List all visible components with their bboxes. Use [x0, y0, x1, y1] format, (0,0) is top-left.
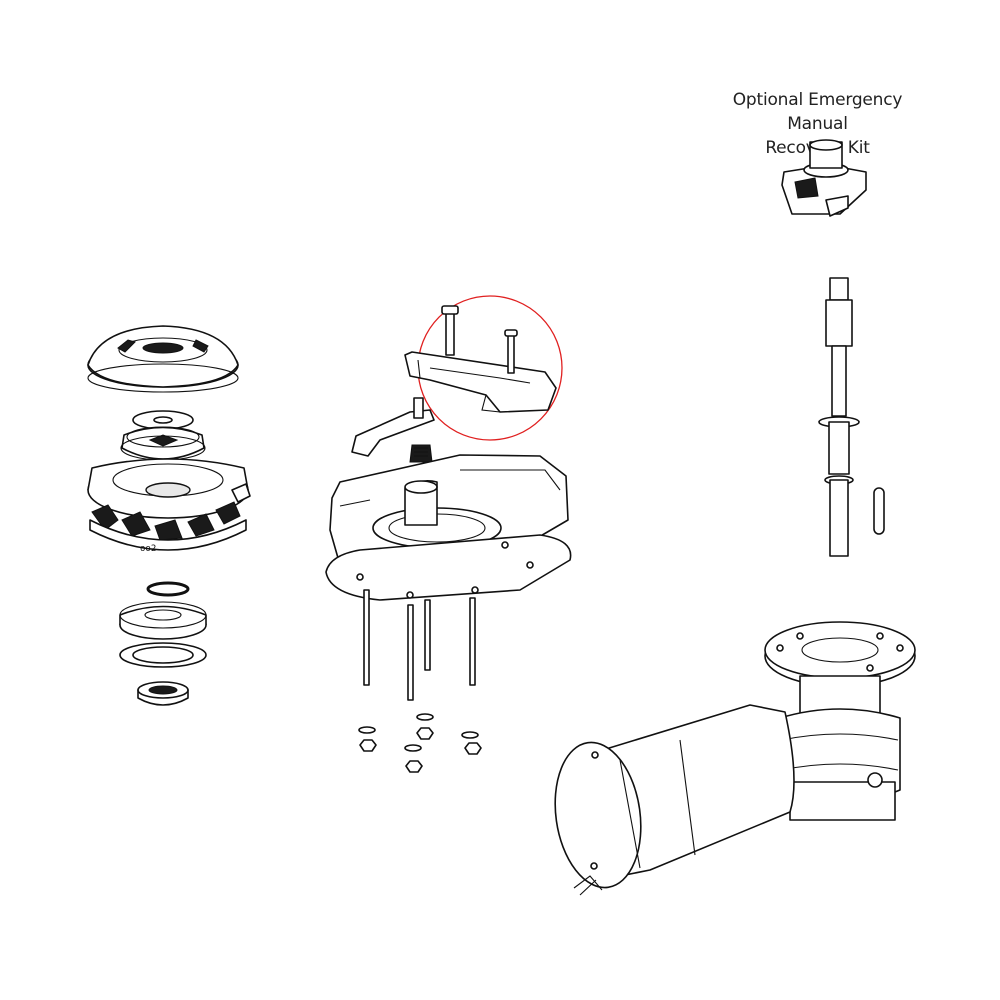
svg-text:oo2: oo2: [140, 544, 156, 554]
oil-seal: [137, 681, 189, 706]
main-shaft: [818, 277, 860, 557]
recovery-kit-part: [781, 139, 867, 217]
gypsy-chainwheel: oo2: [87, 458, 251, 554]
circlip: [146, 581, 190, 597]
deck-housing: [325, 454, 572, 601]
washer-top: [132, 410, 194, 430]
caption-line-1: Optional Emergency Manual: [732, 90, 903, 134]
shaft-key: [873, 487, 885, 535]
gearbox: [764, 621, 916, 821]
motor: [554, 704, 795, 896]
clutch-lever-arm: [351, 397, 435, 463]
lever-cover: [404, 305, 557, 413]
mounting-studs: [363, 589, 476, 701]
thrust-washer: [119, 642, 207, 668]
recovery-kit-caption: Optional Emergency Manual Recovery Kit: [700, 88, 935, 160]
drum-cap: [87, 325, 239, 393]
nuts-and-washers: [358, 713, 482, 773]
bearing: [119, 601, 207, 640]
stripper-collar: [120, 426, 206, 461]
